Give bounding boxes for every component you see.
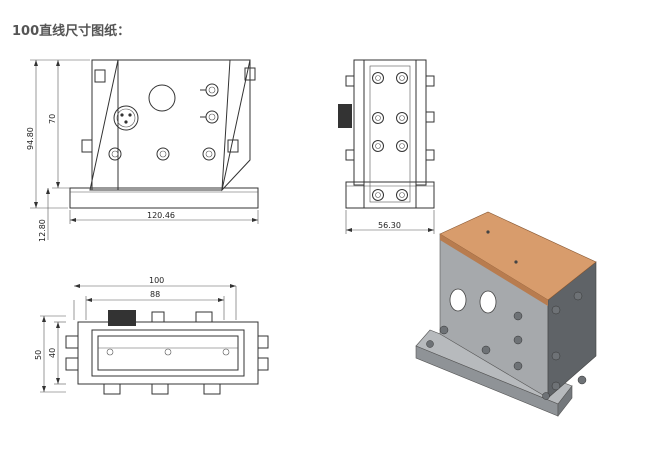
dim-height-upper: 70 (48, 114, 57, 124)
screw-icon (202, 147, 216, 161)
connector-icon (113, 105, 139, 131)
knob-icon (338, 104, 352, 128)
bolt-icon (227, 139, 239, 153)
side-body (363, 59, 417, 209)
dim-front-width: 120.46 (147, 211, 175, 220)
fitting-icon (205, 110, 219, 124)
screw-pairs (372, 72, 408, 201)
dim-base-height: 12.80 (38, 219, 47, 242)
fitting-icon (205, 83, 219, 97)
dim-side-width: 56.30 (378, 221, 401, 230)
front-base (69, 187, 259, 209)
iso-render (415, 211, 597, 417)
side-view: 56.30 (338, 59, 435, 234)
bolt-icon (94, 69, 106, 83)
top-view: 100 88 50 40 (34, 276, 269, 395)
screw-icon (108, 147, 122, 161)
large-hole (148, 84, 176, 112)
dim-top-width-outer: 100 (149, 276, 164, 285)
top-frame (77, 321, 259, 385)
dim-top-height-outer: 50 (34, 350, 43, 360)
top-plate (97, 335, 239, 371)
screw-icon (156, 147, 170, 161)
page-title: 100直线尺寸图纸： (12, 24, 131, 39)
bolt-icon (81, 139, 93, 153)
dim-height-total: 94.80 (26, 127, 35, 150)
dim-top-height-inner: 40 (48, 348, 57, 358)
knob-icon (108, 310, 136, 326)
dim-top-width-inner: 88 (150, 290, 160, 299)
bolt-icon (244, 67, 256, 81)
front-view: 94.80 70 12.80 120.46 (26, 59, 259, 242)
